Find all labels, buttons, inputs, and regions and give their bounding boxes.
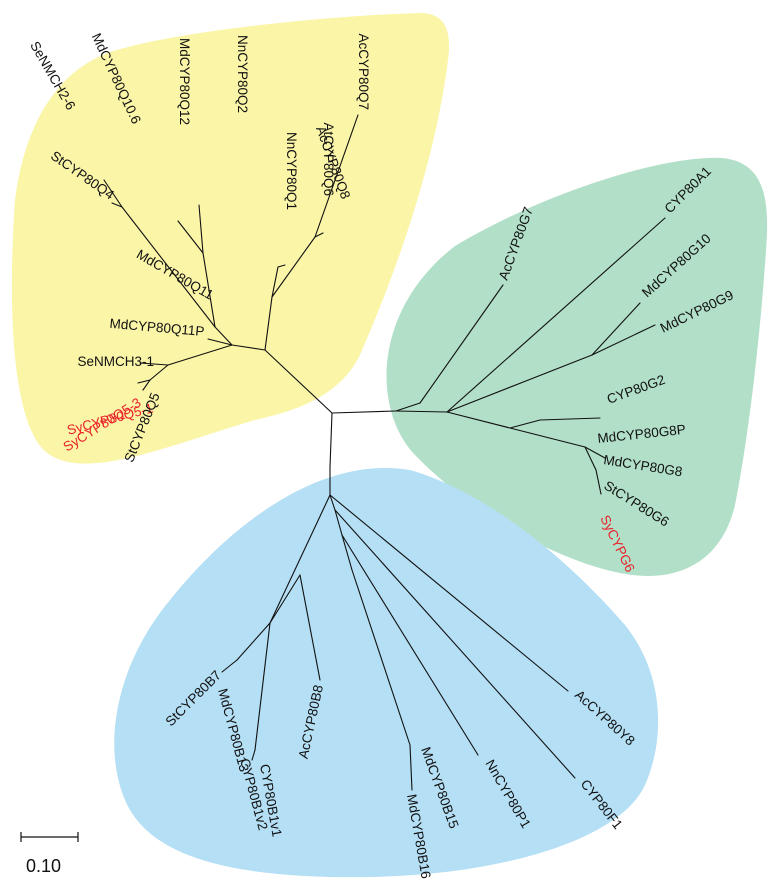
scale-bar-label: 0.10 xyxy=(26,856,61,876)
clade-q-region xyxy=(11,12,450,464)
leaf-MdCYP80Q12: MdCYP80Q12 xyxy=(177,38,192,125)
clade-g-region xyxy=(386,157,768,576)
leaf-SeNMCH3-1: SeNMCH3-1 xyxy=(77,354,154,369)
leaf-NnCYP80Q1: NnCYP80Q1 xyxy=(284,132,299,210)
leaf-AcCYP80Q7: AcCYP80Q7 xyxy=(356,33,371,110)
leaf-AtCYP80Q6: AtCYP80Q6 xyxy=(321,122,336,196)
tree-branches xyxy=(103,114,666,791)
leaf-NnCYP80Q2: NnCYP80Q2 xyxy=(235,35,250,113)
scale-bar: 0.10 xyxy=(20,832,79,876)
